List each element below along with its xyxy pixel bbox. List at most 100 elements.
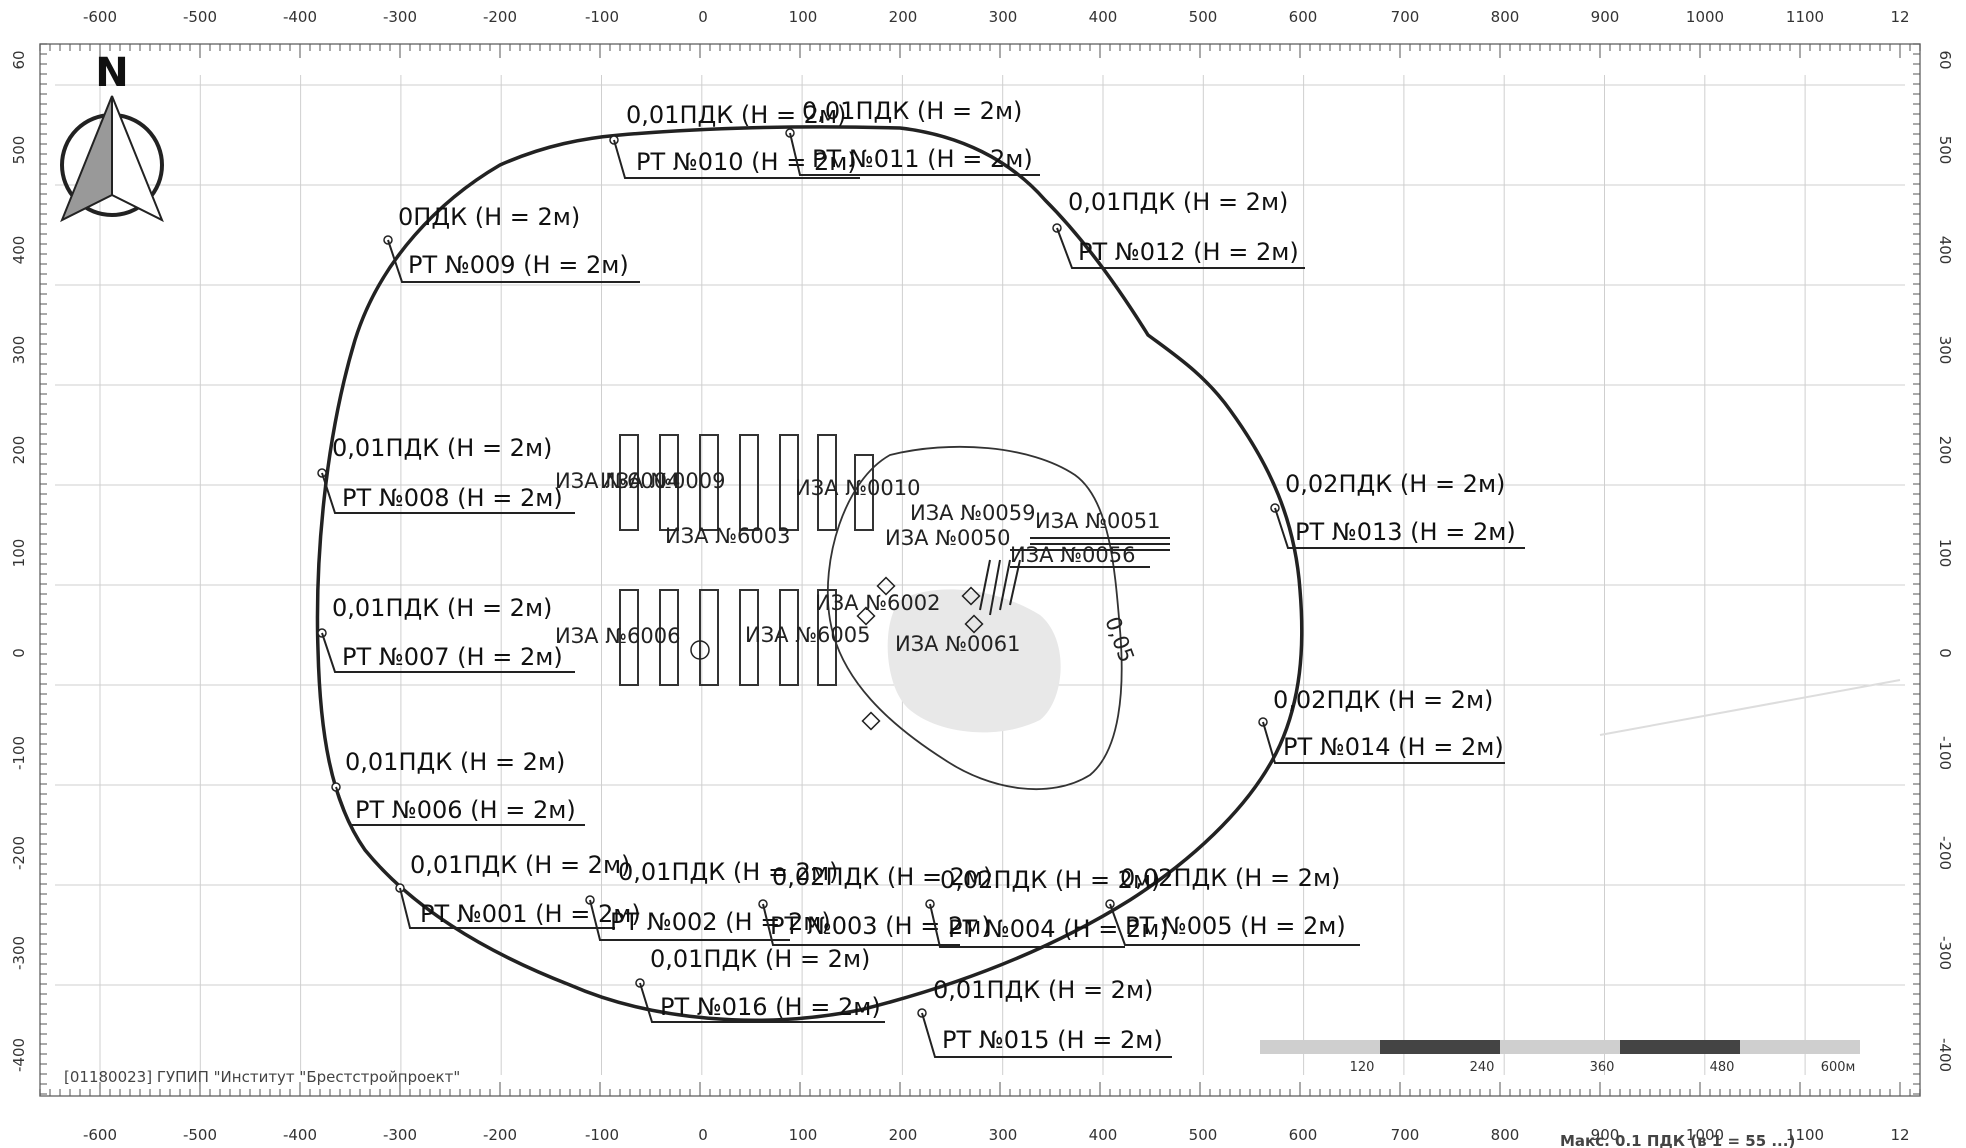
receptor-name: РТ №012 (Н = 2м) (1078, 238, 1299, 266)
y-tick-right: 200 (1936, 436, 1954, 465)
receptor-rt016: 0,01ПДК (Н = 2м) РТ №016 (Н = 2м) (635, 945, 885, 1023)
x-tick-bottom: 500 (1189, 1126, 1218, 1144)
receptor-rt001: 0,01ПДК (Н = 2м) РТ №001 (Н = 2м) (395, 851, 641, 929)
y-tick-left: -200 (10, 836, 28, 870)
scale-label: 600м (1821, 1060, 1856, 1075)
receptor-name: РТ №008 (Н = 2м) (342, 484, 563, 512)
x-tick-top: -400 (283, 8, 317, 26)
iza-label: ИЗА №0010 (795, 476, 921, 500)
bottom-axis-labels: -600 -500 -400 -300 -200 -100 0 100 200 … (83, 1126, 1910, 1144)
x-tick-bottom: -300 (383, 1126, 417, 1144)
receptor-name: РТ №015 (Н = 2м) (942, 1026, 1163, 1054)
receptor-pdk: 0,02ПДК (Н = 2м) (772, 863, 992, 891)
y-tick-right: -400 (1936, 1038, 1954, 1072)
receptor-name: РТ №002 (Н = 2м) (610, 908, 831, 936)
scale-label: 240 (1470, 1060, 1495, 1075)
receptor-rt011: 0,01ПДК (Н = 2м) РТ №011 (Н = 2м) (785, 97, 1040, 176)
receptor-name: РТ №003 (Н = 2м) (770, 912, 991, 940)
receptor-pdk: 0,01ПДК (Н = 2м) (618, 858, 838, 886)
y-tick-left: 500 (10, 136, 28, 165)
x-tick-bottom: -600 (83, 1126, 117, 1144)
receptor-rt008: 0,01ПДК (Н = 2м) РТ №008 (Н = 2м) (317, 434, 575, 514)
receptor-rt005: 0,02ПДК (Н = 2м) РТ №005 (Н = 2м) (1105, 864, 1360, 946)
x-tick-top: -100 (585, 8, 619, 26)
iza-label: ИЗА №6005 (745, 623, 871, 647)
x-tick-bottom: 300 (989, 1126, 1018, 1144)
scale-bar: 120 240 360 480 600м (1260, 1040, 1860, 1075)
iza-label: ИЗА №0059 (910, 501, 1036, 525)
receptor-pdk: 0,02ПДК (Н = 2м) (940, 866, 1160, 894)
x-tick-bottom: 0 (698, 1126, 708, 1144)
x-tick-bottom: 1100 (1786, 1126, 1824, 1144)
receptor-rt003: 0,02ПДК (Н = 2м) РТ №003 (Н = 2м) (758, 863, 992, 946)
x-tick-bottom: 1000 (1686, 1126, 1724, 1144)
y-tick-left: 0 (10, 648, 28, 658)
faint-feature-line (1599, 679, 1901, 736)
iza-label: ИЗА №0051 (1035, 509, 1161, 533)
coordinate-grid (55, 75, 1905, 1075)
y-tick-right: -200 (1936, 836, 1954, 870)
scale-label: 360 (1590, 1060, 1615, 1075)
y-tick-right: -100 (1936, 736, 1954, 770)
isoline-label: 0,05 (1100, 614, 1139, 666)
y-tick-left: 60 (10, 50, 28, 69)
x-tick-top: 600 (1289, 8, 1318, 26)
y-tick-right: -300 (1936, 936, 1954, 970)
x-tick-top: 0 (698, 8, 708, 26)
iza-label: ИЗА №6002 (815, 591, 941, 615)
source-markers (690, 576, 984, 731)
isoline-outer (315, 125, 1304, 1022)
receptor-pdk: 0,01ПДК (Н = 2м) (650, 945, 870, 973)
x-tick-bottom: 100 (789, 1126, 818, 1144)
x-tick-top: 100 (789, 8, 818, 26)
x-tick-top: -600 (83, 8, 117, 26)
receptor-rt002: 0,01ПДК (Н = 2м) РТ №002 (Н = 2м) (585, 858, 838, 941)
x-tick-top: 200 (889, 8, 918, 26)
receptor-rt014: 0,02ПДК (Н = 2м) РТ №014 (Н = 2м) (1258, 686, 1505, 764)
iza-label: ИЗА №0050 (885, 526, 1011, 550)
iza-label: ИЗА №0056 (1010, 543, 1136, 567)
north-arrow-icon: N (60, 50, 164, 223)
iza-label: ИЗА №6003 (665, 524, 791, 548)
receptor-rt012: 0,01ПДК (Н = 2м) РТ №012 (Н = 2м) (1052, 188, 1305, 269)
x-tick-bottom: 12 (1890, 1126, 1909, 1144)
x-tick-bottom: 600 (1289, 1126, 1318, 1144)
ruler-ticks (39, 43, 1921, 1096)
y-tick-right: 0 (1936, 648, 1954, 658)
receptor-name: РТ №016 (Н = 2м) (660, 993, 881, 1021)
x-tick-top: 900 (1591, 8, 1620, 26)
x-tick-bottom: 800 (1491, 1126, 1520, 1144)
receptor-name: РТ №004 (Н = 2м) (948, 915, 1169, 943)
x-tick-top: 300 (989, 8, 1018, 26)
x-tick-top: 400 (1089, 8, 1118, 26)
y-tick-left: 400 (10, 236, 28, 265)
x-tick-bottom: -500 (183, 1126, 217, 1144)
x-tick-bottom: 700 (1391, 1126, 1420, 1144)
x-tick-top: 700 (1391, 8, 1420, 26)
x-tick-bottom: 900 (1591, 1126, 1620, 1144)
top-axis-labels: -600 -500 -400 -300 -200 -100 0 100 200 … (83, 8, 1910, 26)
y-tick-right: 400 (1936, 236, 1954, 265)
y-tick-left: 100 (10, 539, 28, 568)
receptor-name: РТ №001 (Н = 2м) (420, 900, 641, 928)
receptor-name: РТ №009 (Н = 2м) (408, 251, 629, 279)
x-tick-bottom: -200 (483, 1126, 517, 1144)
x-tick-top: 1100 (1786, 8, 1824, 26)
x-tick-top: -300 (383, 8, 417, 26)
receptor-pdk: 0,01ПДК (Н = 2м) (626, 101, 846, 129)
receptor-pdk: 0ПДК (Н = 2м) (398, 203, 580, 231)
y-tick-left: -300 (10, 936, 28, 970)
receptor-pdk: 0,02ПДК (Н = 2м) (1120, 864, 1340, 892)
receptor-rt015: 0,01ПДК (Н = 2м) РТ №015 (Н = 2м) (917, 976, 1172, 1058)
receptor-pdk: 0,01ПДК (Н = 2м) (332, 434, 552, 462)
receptor-pdk: 0,01ПДК (Н = 2м) (410, 851, 630, 879)
iza-label: ИЗА №6006 (555, 624, 681, 648)
receptor-pdk: 0,02ПДК (Н = 2м) (1273, 686, 1493, 714)
y-tick-right: 500 (1936, 136, 1954, 165)
x-tick-top: 12 (1890, 8, 1909, 26)
scale-label: 480 (1710, 1060, 1735, 1075)
source-blocks-lower (619, 589, 837, 686)
y-tick-right: 300 (1936, 336, 1954, 365)
shaded-zone (887, 589, 1061, 733)
